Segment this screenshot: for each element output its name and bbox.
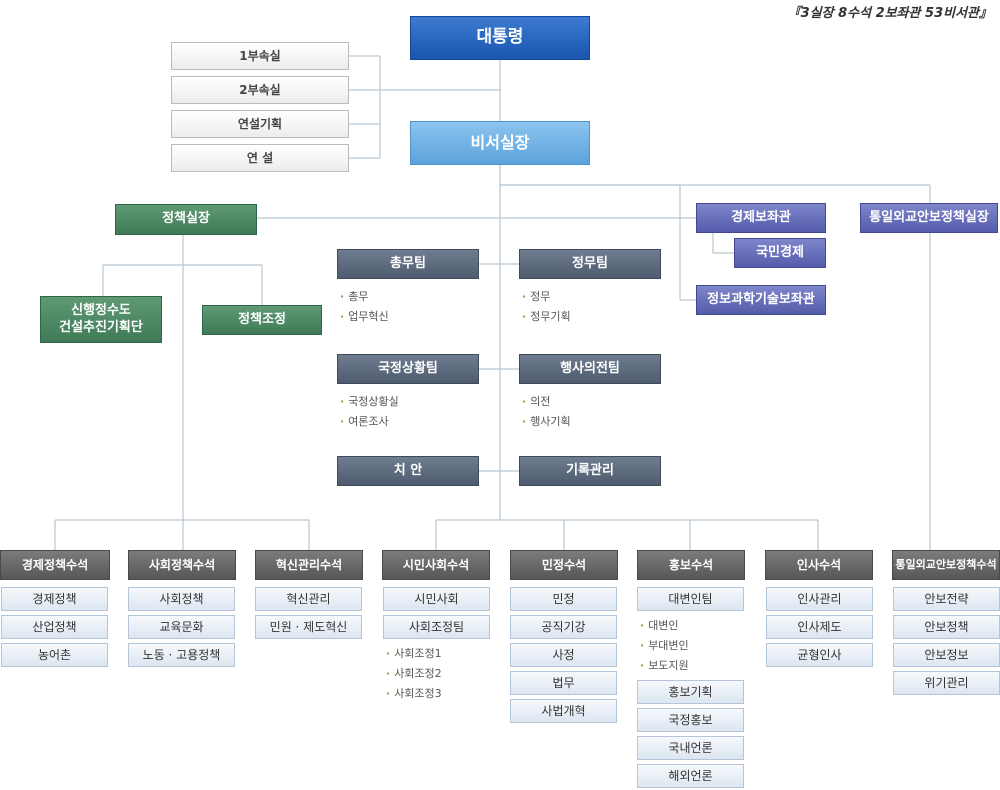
team-protocol: 행사의전팀	[519, 354, 661, 384]
secretary-economic-policy: 경제정책수석	[0, 550, 110, 580]
sub-office: 안보전략	[893, 587, 1000, 611]
sub-office-bullet: 보도지원	[640, 657, 688, 673]
secretary-personnel: 인사수석	[765, 550, 873, 580]
team-item: 의전	[522, 393, 550, 409]
adviser-economy-box: 경제보좌관	[696, 203, 826, 233]
team-item: 여론조사	[340, 413, 388, 429]
sub-office: 민원 · 제도혁신	[255, 615, 362, 639]
secretary-civil-affairs: 민정수석	[510, 550, 618, 580]
sub-office: 안보정보	[893, 643, 1000, 667]
org-summary-note: 『3실장 8수석 2보좌관 53비서관』	[787, 6, 992, 21]
side-office-2: 2부속실	[171, 76, 349, 104]
sub-office: 경제정책	[1, 587, 108, 611]
team-item: 총무	[340, 288, 368, 304]
team-security: 치 안	[337, 456, 479, 486]
adviser-science-box: 정보과학기술보좌관	[696, 285, 826, 315]
sub-office-bullet: 부대변인	[640, 637, 688, 653]
side-office-4: 연 설	[171, 144, 349, 172]
sub-office-bullet: 사회조정3	[386, 685, 441, 701]
sub-office: 사정	[510, 643, 617, 667]
team-item: 행사기획	[522, 413, 570, 429]
sub-office: 노동 · 고용정책	[128, 643, 235, 667]
sub-office: 균형인사	[766, 643, 873, 667]
sub-office: 국내언론	[637, 736, 744, 760]
secretary-security-policy: 통일외교안보정책수석	[892, 550, 1000, 580]
sub-office: 인사제도	[766, 615, 873, 639]
sub-office: 시민사회	[383, 587, 490, 611]
policy-unit-capital: 신행정수도 건설추진기획단	[40, 296, 162, 343]
team-general-affairs: 총무팀	[337, 249, 479, 279]
sub-office: 안보정책	[893, 615, 1000, 639]
policy-unit-coordination: 정책조정	[202, 305, 322, 335]
team-records: 기록관리	[519, 456, 661, 486]
team-state-affairs: 국정상황팀	[337, 354, 479, 384]
sub-office: 공직기강	[510, 615, 617, 639]
sub-office: 민정	[510, 587, 617, 611]
sub-office: 사회조정팀	[383, 615, 490, 639]
secretary-social-policy: 사회정책수석	[128, 550, 236, 580]
sub-office: 대변인팀	[637, 587, 744, 611]
sub-office: 산업정책	[1, 615, 108, 639]
sub-office: 사법개혁	[510, 699, 617, 723]
sub-office: 인사관리	[766, 587, 873, 611]
sub-office-bullet: 사회조정2	[386, 665, 441, 681]
sub-office: 사회정책	[128, 587, 235, 611]
sub-office: 교육문화	[128, 615, 235, 639]
sub-office-bullet: 사회조정1	[386, 645, 441, 661]
sub-office-bullet: 대변인	[640, 617, 678, 633]
side-office-3: 연설기획	[171, 110, 349, 138]
sub-office: 법무	[510, 671, 617, 695]
sub-office: 농어촌	[1, 643, 108, 667]
sub-office: 위기관리	[893, 671, 1000, 695]
sub-office: 홍보기획	[637, 680, 744, 704]
secretary-innovation: 혁신관리수석	[255, 550, 363, 580]
team-item: 정무기획	[522, 308, 570, 324]
secretary-public-relations: 홍보수석	[637, 550, 745, 580]
security-chief-box: 통일외교안보정책실장	[860, 203, 998, 233]
sub-office: 해외언론	[637, 764, 744, 788]
adviser-economy-sub-box: 국민경제	[734, 238, 826, 268]
team-item: 업무혁신	[340, 308, 388, 324]
sub-office: 국정홍보	[637, 708, 744, 732]
sub-office: 혁신관리	[255, 587, 362, 611]
team-item: 정무	[522, 288, 550, 304]
secretary-civil-society: 시민사회수석	[382, 550, 490, 580]
side-office-1: 1부속실	[171, 42, 349, 70]
president-box: 대통령	[410, 16, 590, 60]
team-political-affairs: 정무팀	[519, 249, 661, 279]
team-item: 국정상황실	[340, 393, 399, 409]
policy-chief-box: 정책실장	[115, 204, 257, 235]
chief-of-staff-box: 비서실장	[410, 121, 590, 165]
